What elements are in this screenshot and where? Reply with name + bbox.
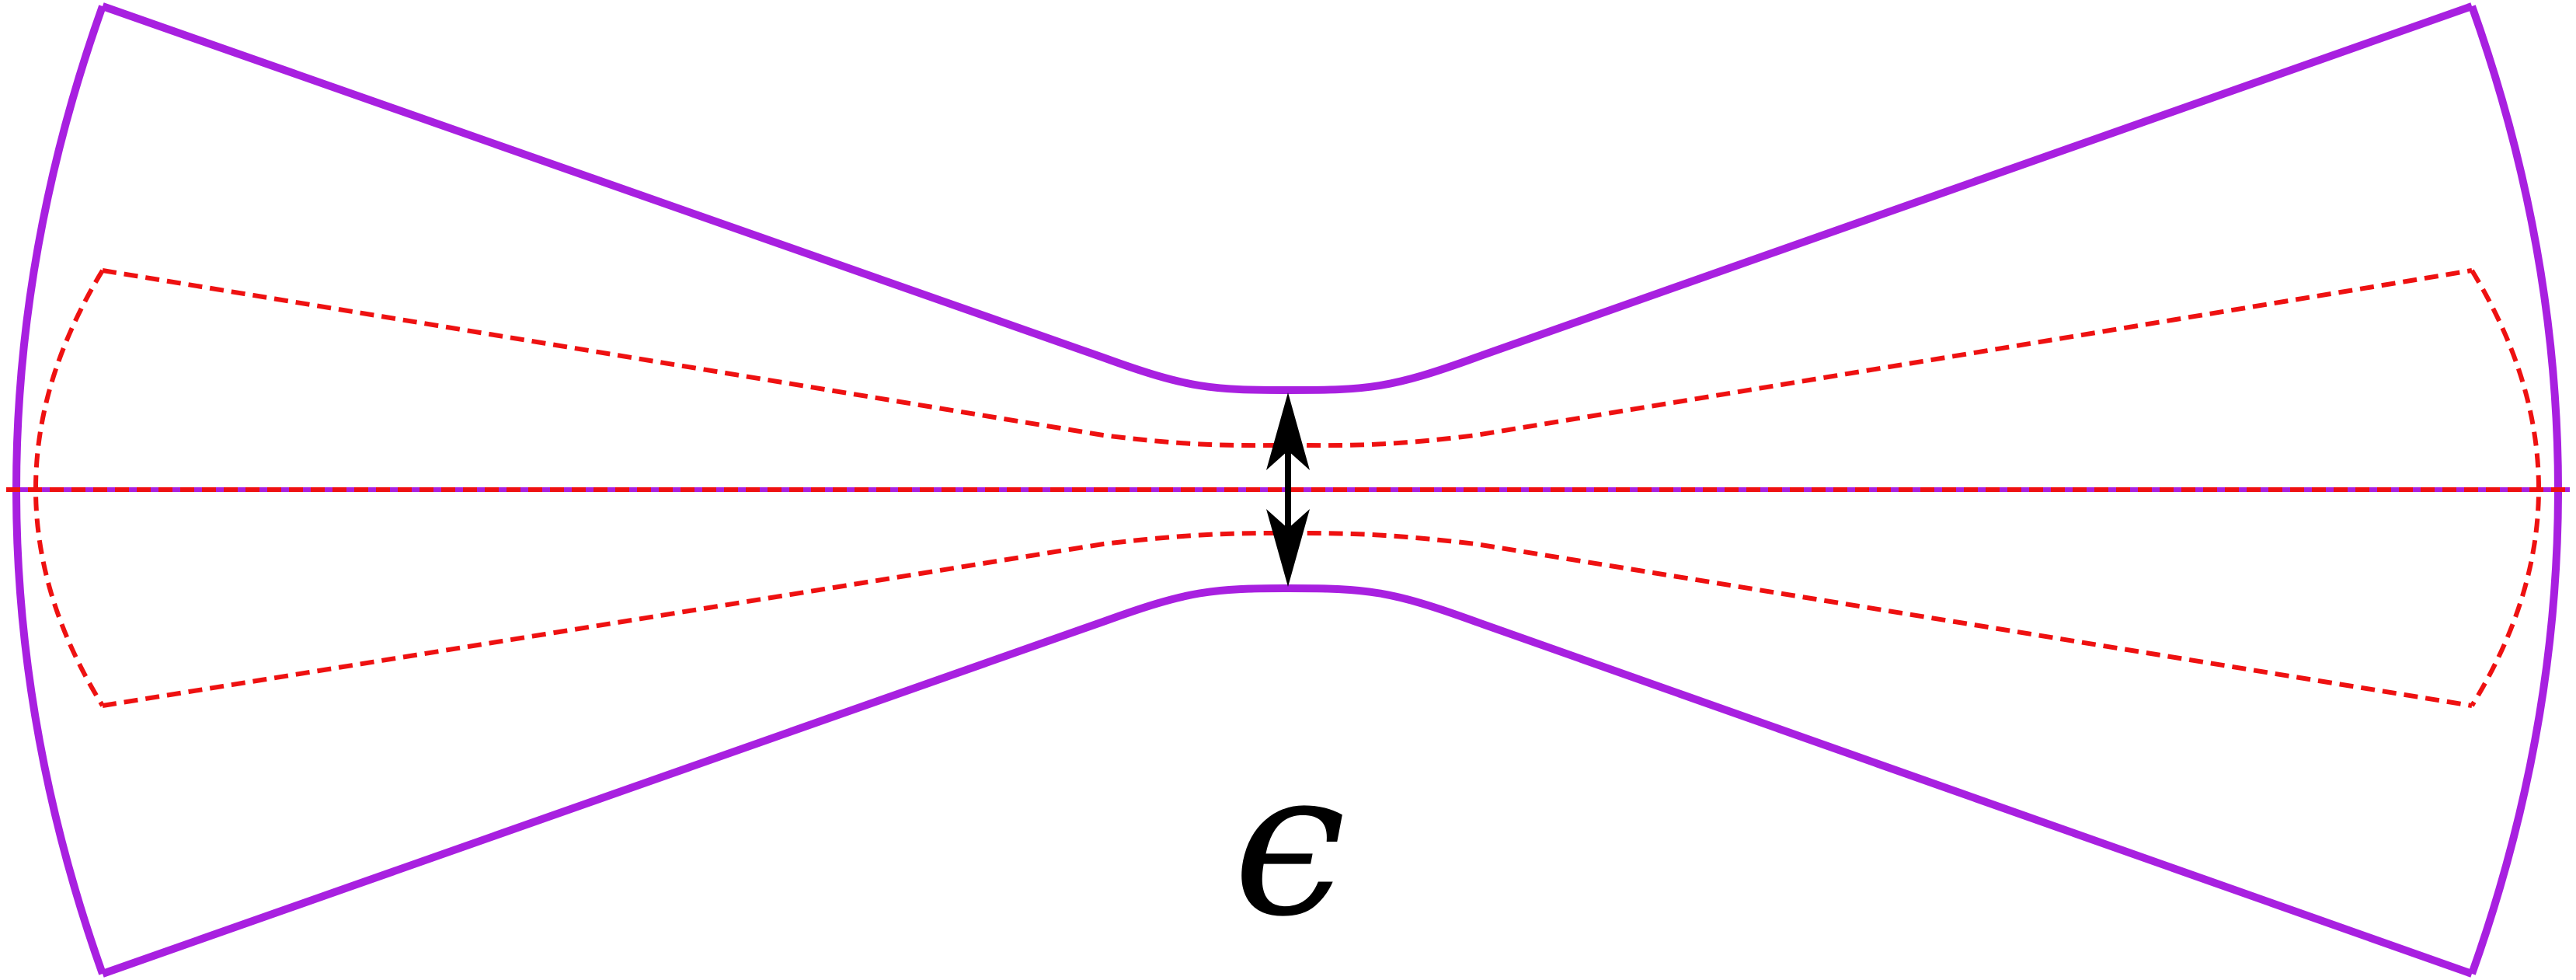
double-headed-vertical-arrow-icon	[1266, 392, 1310, 587]
outer-boundary-bottom	[101, 584, 2473, 978]
outer-boundary-top	[101, 2, 2473, 394]
epsilon-label: ϵ	[1233, 727, 1346, 961]
